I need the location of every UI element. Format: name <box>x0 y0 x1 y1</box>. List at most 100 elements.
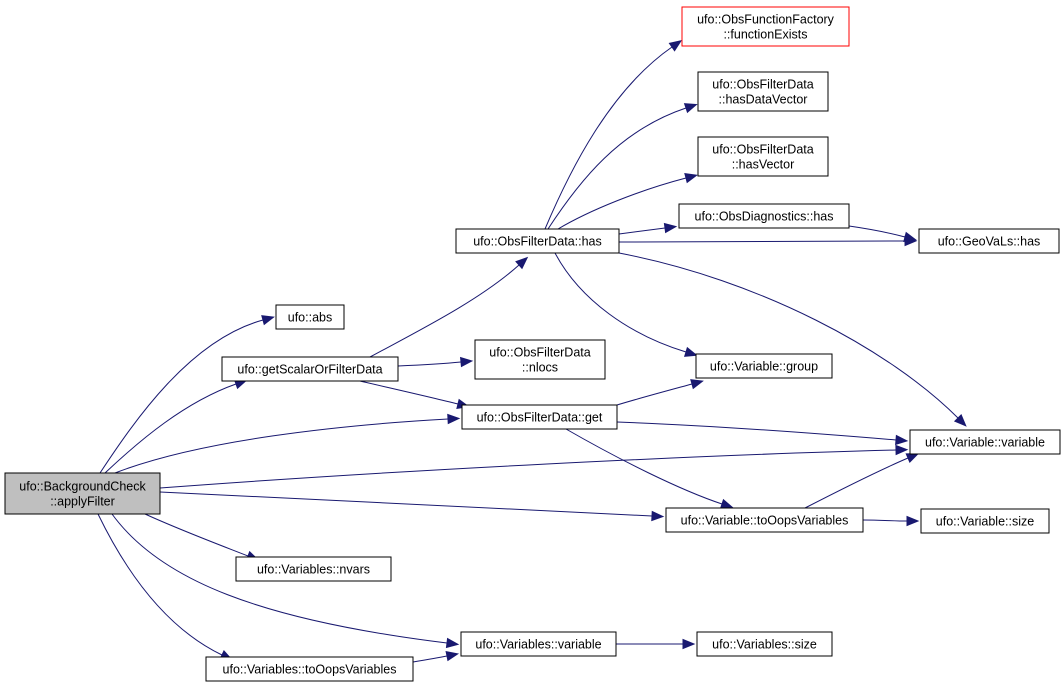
node-vars-size[interactable]: ufo::Variables::size <box>696 631 833 657</box>
arrow-head-icon <box>663 222 678 234</box>
node-label: ufo::ObsFilterData <box>489 346 590 360</box>
edge-ofd-has-to-var-group <box>554 252 698 357</box>
edge-apply-filter-to-get-scalar <box>104 379 248 474</box>
edges-layer <box>97 39 967 663</box>
node-label: ufo::Variables::toOopsVariables <box>223 663 397 677</box>
node-label: ufo::Variable::toOopsVariables <box>681 514 849 528</box>
node-box[interactable] <box>4 472 161 515</box>
edge-line <box>618 252 959 419</box>
arrow-head-icon <box>682 638 696 650</box>
edge-get-scalar-to-ofd-get <box>359 380 470 409</box>
arrow-head-icon <box>261 315 275 326</box>
node-label: ::functionExists <box>723 28 807 42</box>
edge-ofd-has-to-var-variable <box>618 252 967 427</box>
node-abs[interactable]: ufo::abs <box>275 304 345 330</box>
edge-line <box>412 655 448 663</box>
arrow-head-icon <box>719 498 734 509</box>
edge-ofd-get-to-var-group <box>616 379 704 406</box>
node-var-size[interactable]: ufo::Variable::size <box>920 508 1050 534</box>
edge-apply-filter-to-abs <box>99 315 275 474</box>
node-label: ::nlocs <box>522 361 558 375</box>
node-nlocs[interactable]: ufo::ObsFilterData::nlocs <box>474 339 606 380</box>
node-box[interactable] <box>696 631 833 657</box>
arrow-head-icon <box>460 356 474 368</box>
edge-line <box>616 421 897 441</box>
edge-line <box>804 457 909 509</box>
node-box[interactable] <box>678 203 850 229</box>
node-ofd-get[interactable]: ufo::ObsFilterData::get <box>461 404 618 430</box>
arrow-head-icon <box>515 256 529 270</box>
node-label: ufo::ObsFilterData <box>712 143 813 157</box>
arrow-head-icon <box>668 39 683 52</box>
arrow-head-icon <box>895 444 909 456</box>
node-has-vector[interactable]: ufo::ObsFilterData::hasVector <box>697 136 829 177</box>
edge-apply-filter-to-vars-to-oops <box>97 513 234 661</box>
node-apply-filter[interactable]: ufo::BackgroundCheck::applyFilter <box>4 472 161 515</box>
node-ofd-has[interactable]: ufo::ObsFilterData::has <box>455 228 620 254</box>
edge-ofd-get-to-var-variable <box>616 421 909 446</box>
nodes-layer: ufo::BackgroundCheck::applyFilter ufo::ab… <box>4 6 1061 682</box>
node-box[interactable] <box>697 136 829 177</box>
edge-ofd-has-to-function-exists <box>544 39 683 230</box>
node-box[interactable] <box>461 404 618 430</box>
node-box[interactable] <box>455 228 620 254</box>
arrow-head-icon <box>905 453 920 464</box>
arrow-head-icon <box>690 379 704 390</box>
node-vars-to-oops[interactable]: ufo::Variables::toOopsVariables <box>205 656 414 682</box>
node-label: ufo::ObsFilterData::get <box>477 411 603 425</box>
node-box[interactable] <box>695 353 833 379</box>
node-label: ufo::Variables::size <box>712 638 817 652</box>
node-box[interactable] <box>665 507 864 533</box>
node-vars-nvars[interactable]: ufo::Variables::nvars <box>235 556 392 582</box>
edge-line <box>618 240 906 243</box>
node-label: ufo::ObsDiagnostics::has <box>695 210 834 224</box>
node-var-to-oops[interactable]: ufo::Variable::toOopsVariables <box>665 507 864 533</box>
edge-get-scalar-to-nlocs <box>397 356 474 368</box>
edge-line <box>359 380 459 405</box>
node-box[interactable] <box>681 6 850 47</box>
node-label: ufo::ObsFilterData::has <box>473 235 602 249</box>
node-box[interactable] <box>235 556 392 582</box>
node-get-scalar[interactable]: ufo::getScalarOrFilterData <box>221 356 399 382</box>
node-geovals-has[interactable]: ufo::GeoVaLs::has <box>918 228 1060 254</box>
edge-line <box>565 428 723 505</box>
edge-line <box>99 319 264 474</box>
node-label: ::hasDataVector <box>719 93 808 107</box>
node-has-data-vector[interactable]: ufo::ObsFilterData::hasDataVector <box>697 71 829 112</box>
node-box[interactable] <box>918 228 1060 254</box>
arrow-head-icon <box>651 510 665 522</box>
node-box[interactable] <box>474 339 606 380</box>
node-box[interactable] <box>460 631 617 657</box>
edge-apply-filter-to-vars-variable <box>111 513 460 649</box>
node-var-group[interactable]: ufo::Variable::group <box>695 353 833 379</box>
arrow-head-icon <box>683 346 698 357</box>
node-label: ufo::Variable::size <box>936 515 1034 529</box>
edge-var-to-oops-to-var-variable <box>804 453 920 509</box>
node-box[interactable] <box>920 508 1050 534</box>
node-box[interactable] <box>221 356 399 382</box>
edge-vars-to-oops-to-vars-variable <box>412 650 460 663</box>
edge-apply-filter-to-var-to-oops <box>159 491 665 522</box>
node-var-variable[interactable]: ufo::Variable::variable <box>909 429 1061 455</box>
node-box[interactable] <box>909 429 1061 455</box>
node-label: ufo::Variables::nvars <box>257 563 370 577</box>
edge-line <box>557 177 687 230</box>
edge-line <box>159 449 897 489</box>
edge-ofd-has-to-obsdiag-has <box>618 222 678 235</box>
edge-line <box>554 252 687 353</box>
node-label: ::hasVector <box>732 158 795 172</box>
node-label: ufo::getScalarOrFilterData <box>237 363 382 377</box>
arrow-head-icon <box>903 231 917 242</box>
node-obsdiag-has[interactable]: ufo::ObsDiagnostics::has <box>678 203 850 229</box>
edge-line <box>369 264 520 358</box>
node-vars-variable[interactable]: ufo::Variables::variable <box>460 631 617 657</box>
node-box[interactable] <box>275 304 345 330</box>
node-box[interactable] <box>205 656 414 682</box>
node-box[interactable] <box>697 71 829 112</box>
edge-ofd-has-to-has-vector <box>557 173 698 230</box>
edge-line <box>104 383 237 474</box>
edge-get-scalar-to-ofd-has <box>369 256 529 358</box>
node-label: ufo::Variable::variable <box>925 436 1045 450</box>
node-function-exists[interactable]: ufo::ObsFunctionFactory::functionExists <box>681 6 850 47</box>
